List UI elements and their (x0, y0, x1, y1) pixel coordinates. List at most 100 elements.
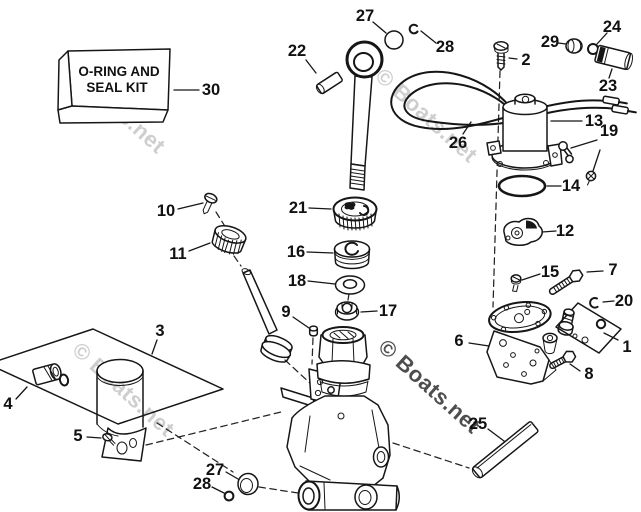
callout-27a: 27 (356, 7, 374, 25)
kit-box-line2: SEAL KIT (86, 80, 148, 95)
part-6-manifold (486, 301, 558, 385)
part-29-seal-ring (565, 38, 583, 54)
leader-line-3 (151, 339, 158, 355)
leader-line-26 (462, 121, 472, 135)
part-28-o-ring-lower (223, 490, 235, 502)
callout-3: 3 (155, 322, 164, 340)
leader-line-1 (603, 332, 619, 341)
callout-28b: 28 (193, 475, 211, 493)
wire-connector (602, 95, 628, 106)
callout-25: 25 (469, 415, 487, 433)
callout-14: 14 (562, 177, 581, 195)
part-5-screw (102, 433, 116, 446)
callout-29: 29 (541, 33, 559, 51)
leader-line-7 (586, 270, 604, 273)
callout-23: 23 (599, 77, 617, 95)
callout-30: 30 (202, 81, 220, 99)
callout-8: 8 (584, 365, 593, 383)
leader-line-23 (608, 68, 613, 79)
callout-4: 4 (3, 395, 13, 413)
part-30-oring-seal-kit-box: O-RING AND SEAL KIT (57, 48, 171, 124)
callout-7: 7 (608, 261, 617, 279)
part-27-bushing-lower (237, 472, 259, 496)
callout-20: 20 (615, 292, 633, 310)
callout-12: 12 (556, 222, 574, 240)
callout-27b: 27 (206, 461, 224, 479)
part-20-snap-ring (589, 297, 599, 309)
part-13-motor (486, 93, 563, 171)
leader-line-27a (372, 21, 387, 34)
part-9-nut (308, 325, 319, 337)
part-shock-rod-piston (241, 268, 293, 363)
callout-layer: 1234567891011121314151617181920212223242… (3, 7, 633, 494)
part-4-o-ring (58, 373, 70, 387)
callout-28a: 28 (436, 38, 454, 56)
part-16-piston (333, 240, 371, 270)
callout-9: 9 (281, 303, 290, 321)
part-3-reservoir-plate (0, 328, 224, 462)
wire-connector (611, 104, 637, 115)
callout-5: 5 (73, 427, 82, 445)
leader-line-25 (487, 428, 505, 442)
part-17-nut (334, 301, 360, 321)
leader-line-5 (86, 436, 102, 439)
callout-18: 18 (288, 272, 306, 290)
callout-6: 6 (454, 332, 463, 350)
part-11-bushing (211, 224, 247, 255)
part-tilt-rod (345, 40, 384, 191)
part-25-pivot-pin (471, 421, 539, 479)
part-22-pin (315, 71, 343, 95)
leader-line-19 (570, 139, 598, 149)
part-19-pull-pin-and-screw (558, 141, 597, 186)
callout-17: 17 (379, 302, 397, 320)
leader-line-28b (211, 486, 225, 494)
leader-line-22 (305, 59, 317, 74)
part-26-wire-harness (390, 70, 637, 130)
part-4-bushing (32, 363, 62, 386)
part-21-cylinder-cap (332, 196, 378, 231)
callout-11: 11 (169, 245, 186, 263)
callout-16: 16 (287, 243, 305, 261)
callout-15: 15 (541, 263, 559, 281)
callout-2: 2 (521, 51, 530, 69)
leader-line-19 (592, 149, 601, 172)
leader-line-6 (468, 342, 490, 347)
kit-box-line1: O-RING AND (78, 64, 159, 79)
part-1-valve-plate (555, 302, 622, 354)
leader-line-9 (292, 316, 310, 329)
part-27-cap-upper (384, 30, 404, 50)
part-28-o-ring-upper (408, 23, 419, 35)
leader-line-17 (360, 310, 378, 313)
callout-21: 21 (289, 199, 307, 217)
part-18-washer (334, 275, 366, 295)
callout-1: 1 (622, 338, 631, 356)
leader-line-24 (596, 32, 608, 45)
callout-24: 24 (603, 18, 622, 36)
part-10-screw (202, 192, 218, 215)
part-15-screw (510, 274, 522, 292)
watermark: © Boats.net (68, 337, 180, 441)
callout-13: 13 (585, 112, 603, 130)
leader-line-8 (569, 363, 581, 372)
callout-10: 10 (157, 202, 175, 220)
leader-line-16 (306, 251, 334, 254)
leader-line-28a (420, 30, 437, 44)
part-23-plug (594, 44, 634, 71)
part-trim-housing (280, 326, 400, 511)
part-3-reservoir (96, 358, 147, 462)
leader-line-18 (307, 280, 336, 285)
leader-line-15 (521, 273, 541, 281)
leader-line-20 (602, 300, 615, 303)
leader-line-11 (188, 242, 211, 252)
callout-19: 19 (600, 122, 618, 140)
callout-26: 26 (449, 134, 467, 152)
leader-line-10 (177, 202, 204, 210)
part-2-screw (493, 41, 509, 71)
part-14-o-ring (497, 174, 547, 198)
part-7-bolt (548, 269, 584, 295)
leader-line-4 (15, 386, 28, 400)
leader-line-21 (308, 207, 332, 210)
leader-line-27b (225, 471, 239, 480)
